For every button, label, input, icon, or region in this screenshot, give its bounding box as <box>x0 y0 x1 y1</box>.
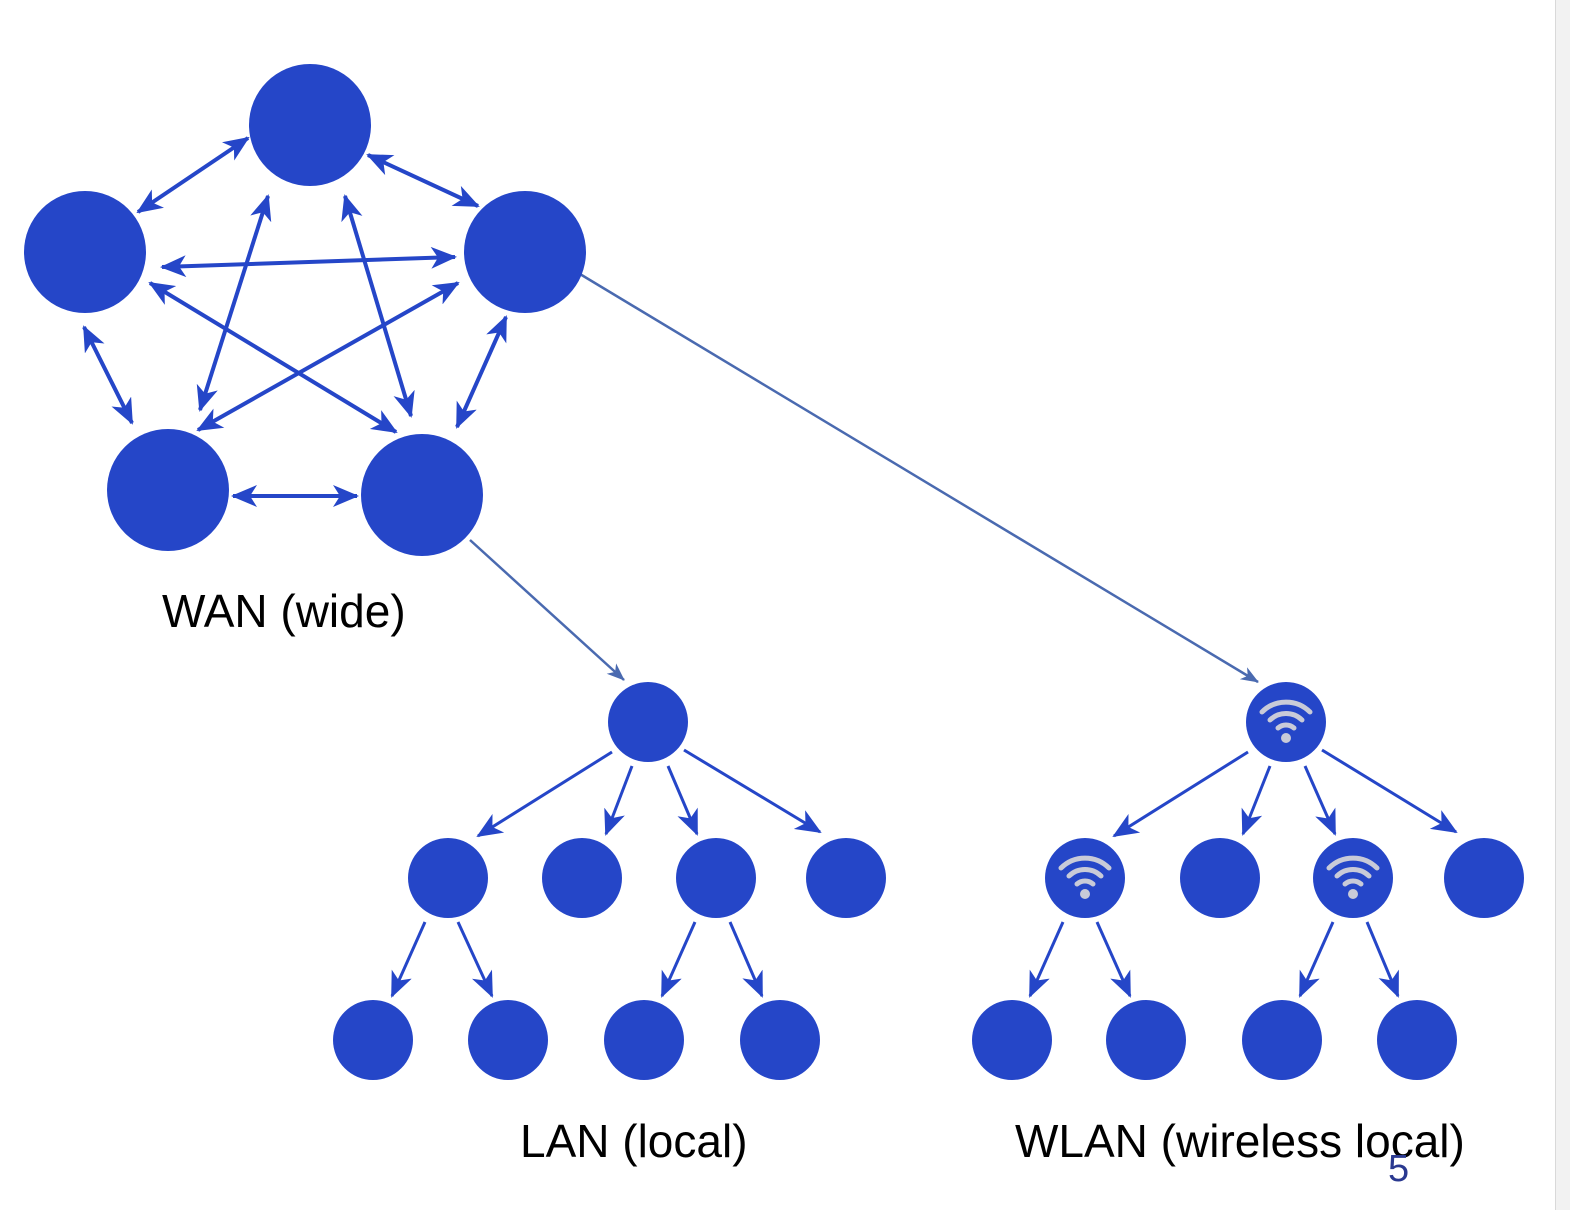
lan-node <box>542 838 622 918</box>
lan-node <box>740 1000 820 1080</box>
wlan-edge <box>1112 750 1249 838</box>
wan-edges <box>82 136 508 507</box>
wlan-node <box>1242 1000 1322 1080</box>
slide-number: 5 <box>1388 1148 1410 1190</box>
lan-node <box>604 1000 684 1080</box>
wlan-node <box>1313 838 1393 918</box>
lan-node <box>333 1000 413 1080</box>
wlan-edge <box>1298 921 1335 998</box>
lan-root-node <box>608 682 688 762</box>
wan-nodes <box>24 64 586 556</box>
wlan-node <box>972 1000 1052 1080</box>
lan-edge <box>456 921 494 998</box>
wan-node-right <box>464 191 586 313</box>
wlan-edge <box>1095 921 1132 998</box>
wan-edge-top-right <box>366 153 480 208</box>
wan-connectors <box>469 260 1259 684</box>
page-edge <box>1555 0 1570 1210</box>
wlan-node <box>1180 838 1260 918</box>
wlan-edge <box>1365 921 1400 998</box>
wan-edge-left-bottomright <box>148 281 398 434</box>
connector-to-wlan <box>559 260 1259 684</box>
lan-node <box>806 838 886 918</box>
lan-edge <box>683 748 822 834</box>
wlan-root-node <box>1246 682 1326 762</box>
wan-node-bottom-left <box>107 429 229 551</box>
wlan-edges <box>1028 748 1458 998</box>
lan-node <box>468 1000 548 1080</box>
wan-edge-left-bottomleft <box>82 325 134 425</box>
lan-edge <box>728 921 764 998</box>
lan-edge <box>476 750 613 838</box>
lan-node <box>676 838 756 918</box>
lan-nodes <box>333 682 886 1080</box>
lan-edge <box>604 765 634 836</box>
wlan-node <box>1377 1000 1457 1080</box>
wlan-label: WLAN (wireless local) <box>1015 1115 1465 1167</box>
lan-edge <box>390 921 427 998</box>
lan-edges <box>390 748 822 998</box>
lan-edge <box>660 921 697 998</box>
wlan-node <box>1444 838 1524 918</box>
wan-edge-top-bottomright <box>341 194 415 418</box>
wlan-nodes <box>972 682 1524 1080</box>
wan-edge-right-bottomright <box>455 315 508 429</box>
wlan-edge <box>1241 765 1272 836</box>
connector-to-lan <box>469 539 625 681</box>
wlan-node <box>1045 838 1125 918</box>
wlan-node <box>1106 1000 1186 1080</box>
lan-edge <box>666 765 699 836</box>
wlan-edge <box>1028 921 1065 998</box>
wan-label: WAN (wide) <box>162 585 406 637</box>
wan-edge-left-right <box>160 246 457 278</box>
lan-label: LAN (local) <box>520 1115 748 1167</box>
wan-node-bottom-right <box>361 434 483 556</box>
wan-node-left <box>24 191 146 313</box>
wan-node-top <box>249 64 371 186</box>
wlan-edge <box>1303 765 1337 836</box>
wlan-edge <box>1321 748 1458 834</box>
wan-edge-right-bottomleft <box>196 281 460 432</box>
wan-edge-top-bottomleft <box>196 194 272 412</box>
wan-edge-top-left <box>136 136 250 214</box>
lan-node <box>408 838 488 918</box>
